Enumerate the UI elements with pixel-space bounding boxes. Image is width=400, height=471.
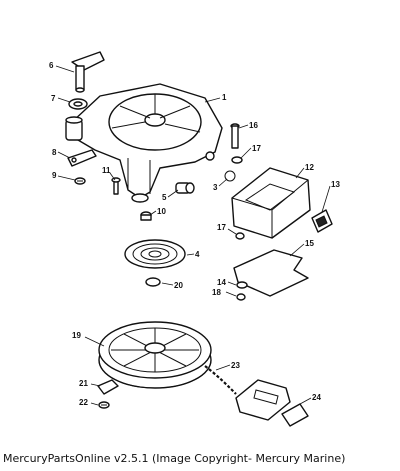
part-12-switch-housing[interactable] — [231, 167, 311, 239]
part-16-bolt[interactable] — [230, 123, 240, 149]
part-10-nut[interactable] — [140, 211, 152, 221]
part-20-bushing[interactable] — [145, 277, 161, 287]
callout-15: 15 — [305, 239, 314, 248]
callout-6: 6 — [49, 61, 54, 70]
callout-18: 18 — [212, 288, 221, 297]
callout-10: 10 — [157, 207, 166, 216]
part-13-switch[interactable] — [311, 209, 333, 233]
callout-14: 14 — [217, 278, 226, 287]
image-caption: MercuryPartsOnline v2.5.1 (Image Copyrig… — [3, 452, 346, 465]
callout-19: 19 — [72, 331, 81, 340]
part-7-washer[interactable] — [68, 98, 88, 110]
callout-13: 13 — [331, 180, 340, 189]
part-17-nut-upper[interactable] — [231, 156, 243, 164]
callout-7: 7 — [51, 94, 56, 103]
callout-9: 9 — [52, 171, 57, 180]
callout-12: 12 — [305, 163, 314, 172]
part-4-recoil-spring[interactable] — [124, 239, 186, 269]
callout-4: 4 — [195, 250, 200, 259]
callout-5: 5 — [162, 193, 167, 202]
part-21-bracket[interactable] — [97, 379, 119, 395]
part-15-plate[interactable] — [233, 249, 309, 297]
callout-3: 3 — [213, 183, 218, 192]
part-9-screw[interactable] — [74, 177, 86, 185]
callout-1: 1 — [222, 93, 227, 102]
callout-16: 16 — [249, 121, 258, 130]
part-24-handle[interactable] — [235, 379, 309, 427]
callout-23: 23 — [231, 361, 240, 370]
part-17-nut-lower[interactable] — [235, 232, 245, 240]
callout-22: 22 — [79, 398, 88, 407]
part-14-washer[interactable] — [236, 281, 248, 289]
part-5-bushing[interactable] — [175, 182, 195, 194]
part-6-lever[interactable] — [71, 51, 105, 93]
callout-17-upper: 17 — [252, 144, 261, 153]
part-11-screw[interactable] — [111, 177, 121, 195]
part-23-starter-rope[interactable] — [204, 365, 237, 395]
part-8-bracket[interactable] — [67, 149, 97, 167]
callout-17-lower: 17 — [217, 223, 226, 232]
callout-11: 11 — [102, 166, 111, 175]
part-3-clip[interactable] — [224, 170, 236, 182]
part-18-nut[interactable] — [236, 293, 246, 301]
callout-21: 21 — [79, 379, 88, 388]
part-1-starter-housing[interactable] — [65, 83, 223, 203]
exploded-parts-diagram: 6 7 1 8 9 11 5 3 10 16 17 12 13 17 15 14… — [49, 51, 340, 427]
callout-8: 8 — [52, 148, 57, 157]
callout-24: 24 — [312, 393, 321, 402]
part-19-pulley[interactable] — [98, 321, 212, 389]
part-22-screw[interactable] — [98, 401, 110, 409]
callout-20: 20 — [174, 281, 183, 290]
leader-lines — [55, 65, 331, 406]
